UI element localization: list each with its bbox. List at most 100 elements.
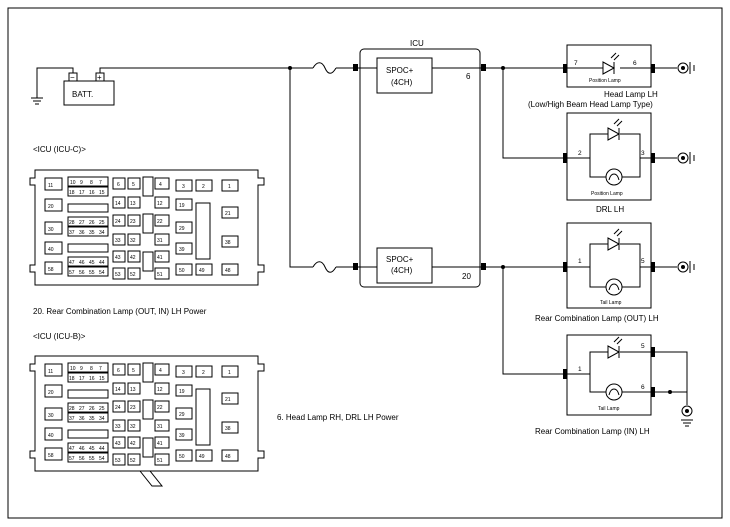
pin-label: 15 (99, 190, 105, 196)
pin-label: 30 (48, 413, 54, 419)
pin-label: 10 (70, 180, 76, 186)
pin-label: Tail Lamp (598, 406, 620, 412)
ground-icon (681, 405, 693, 427)
rear-in-title: Rear Combination Lamp (IN) LH (535, 427, 650, 436)
pin-label: 3 (182, 370, 185, 376)
pin-label: 4 (159, 368, 162, 374)
pin-label: 36 (79, 230, 85, 236)
pin-label: 49 (199, 268, 205, 274)
pin-label: 50 (179, 268, 185, 274)
pin-label: 10 (70, 366, 76, 372)
pin-label: 32 (130, 424, 136, 430)
pin-label: 25 (99, 220, 105, 226)
pin-label: 54 (99, 270, 105, 276)
pin-label: 26 (89, 406, 95, 412)
head-lamp-title: Head Lamp LH (604, 90, 658, 99)
battery-label: BATT. (72, 90, 93, 99)
pin-label: 22 (157, 405, 163, 411)
pin-label: 24 (115, 405, 121, 411)
led-icon (607, 345, 621, 359)
pin-label: 37 (69, 416, 75, 422)
pin-label: 6 (466, 72, 471, 81)
pin-label: 40 (48, 247, 54, 253)
pin-label: 30 (48, 227, 54, 233)
rear-out-title: Rear Combination Lamp (OUT) LH (535, 314, 659, 323)
battery: BATT. − + (31, 67, 115, 106)
pin-label: 26 (89, 220, 95, 226)
pin-label: 3 (182, 184, 185, 190)
pin-label: 46 (79, 446, 85, 452)
pin-label: 16 (89, 376, 95, 382)
pin-label: 42 (130, 255, 136, 261)
pin-label: 25 (99, 406, 105, 412)
pin-label: 5 (641, 258, 645, 265)
pin-label: 31 (157, 424, 163, 430)
pin-label: 58 (48, 453, 54, 459)
led-icon (607, 237, 621, 251)
pin-label: 17 (79, 190, 85, 196)
pin-label: 33 (115, 238, 121, 244)
pin-label: 51 (157, 272, 163, 278)
pin-label: 56 (79, 456, 85, 462)
pin-label: 14 (115, 387, 121, 393)
pin-label: 23 (130, 405, 136, 411)
pin-label: 43 (115, 255, 121, 261)
pin-label: 5 (132, 368, 135, 374)
connector-title: <ICU (ICU-C)> (33, 145, 86, 154)
pin-label: 37 (69, 230, 75, 236)
pin-label: 5 (132, 182, 135, 188)
pin-label: 54 (99, 456, 105, 462)
pin-label: 1 (228, 370, 231, 376)
pin-label: 38 (225, 426, 231, 432)
pin-label: 17 (79, 376, 85, 382)
pin-label: 41 (157, 441, 163, 447)
battery-pos: + (97, 73, 102, 82)
pin-label: 29 (179, 412, 185, 418)
pin-label: 7 (99, 366, 102, 372)
pin-label: (4CH) (391, 266, 413, 275)
pin-label: 14 (115, 201, 121, 207)
pin-label: 39 (179, 433, 185, 439)
pin-label: Tail Lamp (600, 300, 622, 306)
drl-title: DRL LH (596, 205, 624, 214)
bulb-icon (605, 383, 623, 401)
pin-label: 33 (115, 424, 121, 430)
head-lamp-subtitle: (Low/High Beam Head Lamp Type) (528, 100, 653, 109)
pin-label: 4 (159, 182, 162, 188)
pin-label: 6 (641, 384, 645, 391)
pin-label: 7 (574, 60, 578, 67)
pin-label: 28 (69, 406, 75, 412)
pin-label: 21 (225, 397, 231, 403)
icu-title: ICU (410, 39, 424, 48)
pin-label: 55 (89, 270, 95, 276)
pin-label: 19 (179, 203, 185, 209)
pin-label: 57 (69, 270, 75, 276)
pin-label: 43 (115, 441, 121, 447)
led-icon (607, 127, 621, 141)
pin-label: 35 (89, 416, 95, 422)
pin-label: 13 (130, 201, 136, 207)
pin-label: 5 (641, 343, 645, 350)
pin-label: 7 (99, 180, 102, 186)
pin-label: 2 (202, 370, 205, 376)
pin-label: (4CH) (391, 78, 413, 87)
pin-label: 44 (99, 260, 105, 266)
pin-label: Position Lamp (589, 78, 621, 84)
connector-caption: 6. Head Lamp RH, DRL LH Power (277, 413, 399, 422)
pin-label: 47 (69, 260, 75, 266)
pin-label: 45 (89, 446, 95, 452)
pin-label: 28 (69, 220, 75, 226)
pin-label: 6 (633, 60, 637, 67)
pin-label: 2 (202, 184, 205, 190)
pin-label: 6 (117, 368, 120, 374)
rear-lamp-out-lh: 1 5 Tail Lamp Rear Combination Lamp (OUT… (535, 222, 677, 323)
pin-label: 47 (69, 446, 75, 452)
pin-label: 20 (48, 204, 54, 210)
fuse-top-icon (312, 62, 337, 74)
pin-label: 1 (228, 184, 231, 190)
fuse-bottom-icon (312, 261, 337, 273)
pin-label: 27 (79, 220, 85, 226)
pin-label: 6 (117, 182, 120, 188)
